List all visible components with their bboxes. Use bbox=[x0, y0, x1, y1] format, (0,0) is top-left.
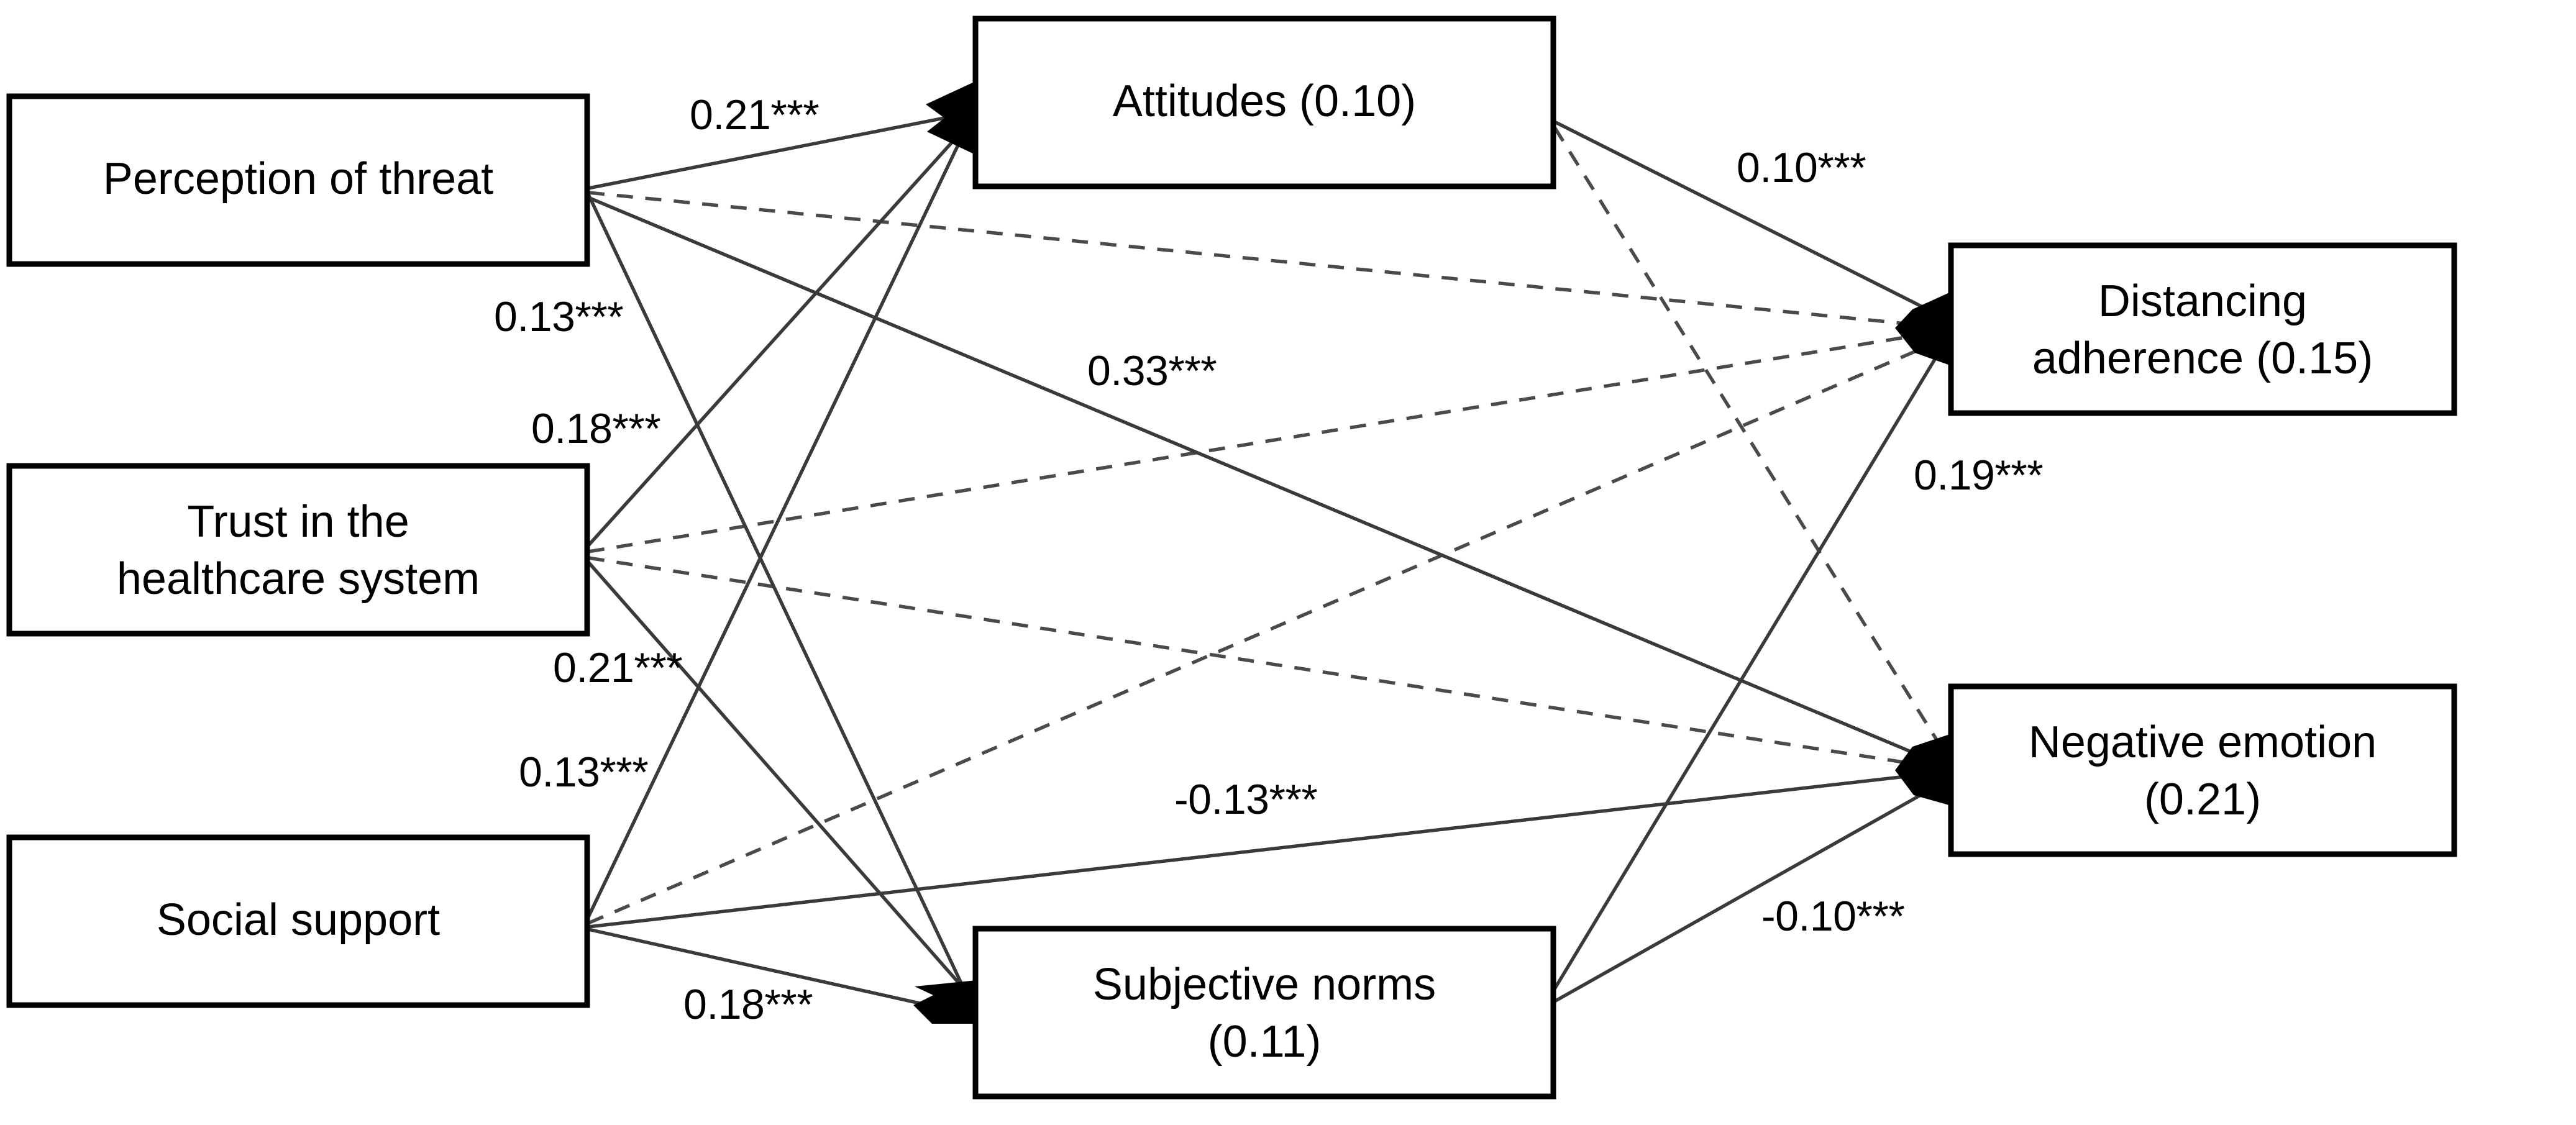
edge-label-trust-attitudes: 0.18*** bbox=[531, 405, 660, 452]
edge-attitudes-emotion[interactable] bbox=[1553, 126, 1948, 756]
node-box-emotion[interactable] bbox=[1948, 683, 2457, 857]
edge-threat-attitudes[interactable] bbox=[588, 111, 970, 190]
node-trust[interactable]: Trust in the healthcare system bbox=[6, 463, 590, 637]
edge-label-support-norms: 0.18*** bbox=[683, 981, 813, 1028]
node-label-distancing-line2: adherence (0.15) bbox=[2032, 334, 2373, 383]
arrowhead-distancing bbox=[1895, 291, 1953, 367]
arrowheads-group bbox=[913, 81, 1953, 1024]
node-box-threat[interactable] bbox=[6, 93, 590, 267]
edge-label-trust-norms: 0.21*** bbox=[553, 644, 682, 691]
node-label-trust-line1: Trust in the bbox=[187, 497, 409, 547]
solid-edges-group bbox=[587, 111, 1947, 1016]
node-box-distancing[interactable] bbox=[1948, 242, 2457, 416]
edge-label-threat-attitudes: 0.21*** bbox=[690, 91, 819, 139]
node-threat[interactable]: Perception of threat bbox=[6, 93, 590, 267]
edge-trust-emotion[interactable] bbox=[588, 556, 1944, 770]
node-label-emotion-line1: Negative emotion bbox=[2029, 717, 2377, 767]
node-support[interactable]: Social support bbox=[6, 834, 590, 1008]
arrowhead-norms bbox=[913, 980, 977, 1024]
edge-trust-norms[interactable] bbox=[587, 561, 969, 993]
node-norms[interactable]: Subjective norms (0.11) bbox=[972, 926, 1556, 1100]
edge-support-emotion[interactable] bbox=[588, 770, 1944, 929]
edge-norms-distancing[interactable] bbox=[1553, 342, 1947, 990]
node-attitudes[interactable]: Attitudes (0.10) bbox=[972, 16, 1556, 189]
node-label-norms-line1: Subjective norms bbox=[1093, 960, 1436, 1009]
node-box-norms[interactable] bbox=[972, 926, 1556, 1100]
edge-threat-emotion[interactable] bbox=[587, 196, 1945, 767]
arrowhead-emotion bbox=[1895, 733, 1953, 806]
edge-threat-distancing[interactable] bbox=[588, 191, 1944, 329]
node-box-support[interactable] bbox=[6, 834, 590, 1008]
edge-labels-group: 0.21*** 0.13*** 0.18*** 0.21*** 0.13*** … bbox=[494, 91, 2044, 1028]
edge-support-attitudes[interactable] bbox=[587, 123, 970, 918]
node-label-trust-line2: healthcare system bbox=[117, 554, 480, 604]
edge-label-norms-distancing: 0.19*** bbox=[1914, 452, 2043, 499]
edge-trust-attitudes[interactable] bbox=[587, 121, 972, 547]
node-emotion[interactable]: Negative emotion (0.21) bbox=[1948, 683, 2457, 857]
edge-label-norms-emotion: -0.10*** bbox=[1761, 893, 1904, 940]
edge-label-support-emotion: -0.13*** bbox=[1174, 776, 1317, 823]
node-label-norms-line2: (0.11) bbox=[1208, 1017, 1322, 1067]
node-label-emotion-line2: (0.21) bbox=[2144, 775, 2261, 824]
node-box-attitudes[interactable] bbox=[972, 16, 1556, 189]
edge-threat-norms[interactable] bbox=[587, 193, 971, 1001]
edge-label-attitudes-distancing: 0.10*** bbox=[1737, 144, 1866, 191]
node-distancing[interactable]: Distancing adherence (0.15) bbox=[1948, 242, 2457, 416]
node-box-trust[interactable] bbox=[6, 463, 590, 637]
edge-label-threat-emotion: 0.33*** bbox=[1087, 347, 1217, 394]
edge-label-threat-norms: 0.13*** bbox=[494, 293, 623, 340]
edge-support-norms[interactable] bbox=[588, 927, 967, 1016]
edge-trust-distancing[interactable] bbox=[588, 329, 1944, 553]
edge-support-distancing[interactable] bbox=[587, 337, 1945, 925]
node-label-threat: Perception of threat bbox=[103, 154, 493, 204]
edge-norms-emotion[interactable] bbox=[1553, 780, 1946, 1003]
node-label-attitudes: Attitudes (0.10) bbox=[1113, 76, 1416, 126]
edge-label-support-attitudes: 0.13*** bbox=[519, 749, 648, 796]
edge-attitudes-distancing[interactable] bbox=[1553, 120, 1946, 320]
node-label-support: Social support bbox=[157, 895, 440, 945]
dashed-edges-group bbox=[587, 126, 1948, 925]
arrowhead-attitudes bbox=[926, 81, 977, 155]
node-label-distancing-line1: Distancing bbox=[2098, 276, 2307, 326]
